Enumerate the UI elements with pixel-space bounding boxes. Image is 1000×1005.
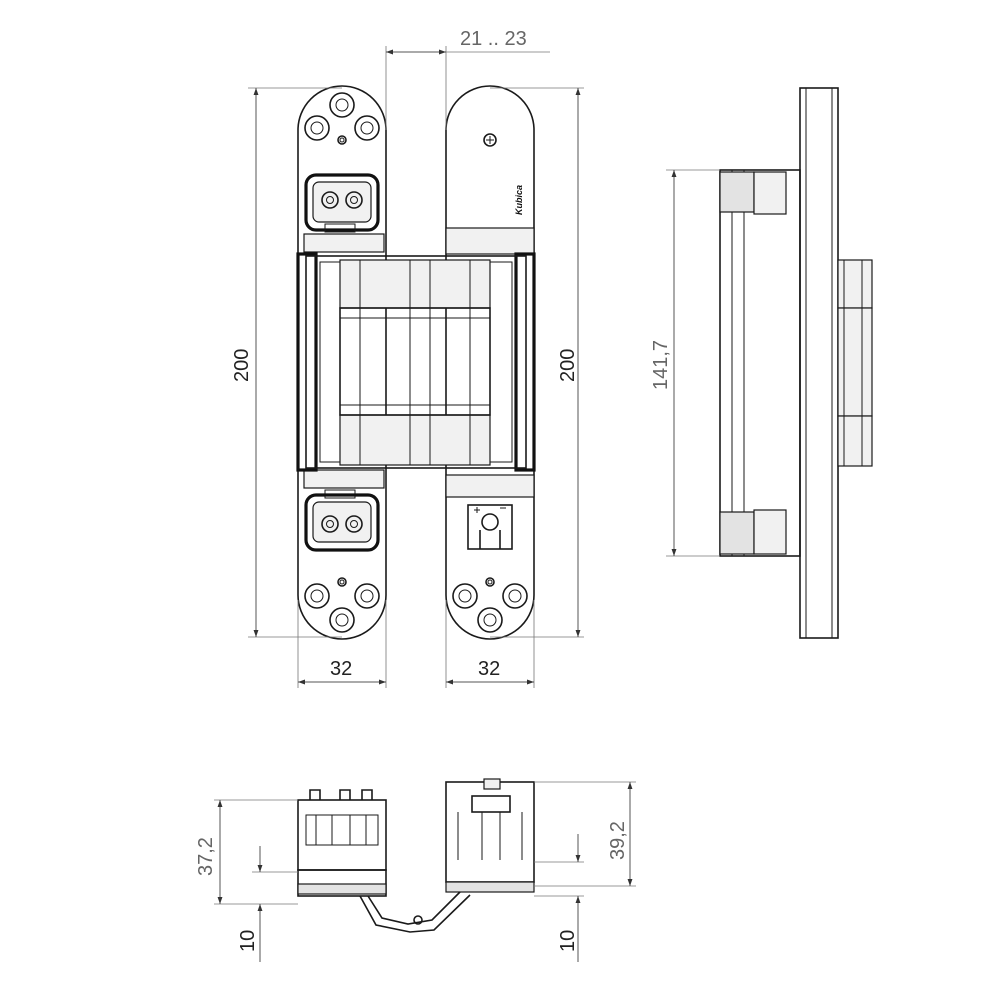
gap-dimension: 21 .. 23 [385, 28, 550, 130]
bottom-right-offset-dimension: 10 [534, 834, 584, 962]
side-length-dimension: 141,7 [650, 169, 720, 557]
bottom-right-height-dimension: 39,2 [534, 781, 636, 887]
side-view: 141,7 [650, 87, 873, 639]
brand-mark: Kubica [514, 185, 524, 215]
bottom-view: 37,2 10 39,2 10 [195, 778, 636, 962]
right-leaf: Kubica [445, 85, 535, 640]
hinge-body [296, 252, 536, 472]
height-left-label: 200 [231, 349, 253, 382]
width-left-label: 32 [330, 658, 352, 680]
height-right-label: 200 [557, 349, 579, 382]
left-leaf-bottom-screws [304, 577, 380, 633]
bottom-right-height-label: 39,2 [607, 821, 629, 860]
front-view: Kubica [231, 28, 584, 688]
right-leaf-bottom-screws [452, 577, 528, 633]
width-dimension-left: 32 [297, 600, 387, 688]
gap-label: 21 .. 23 [460, 28, 527, 50]
bottom-left-height-label: 37,2 [195, 837, 217, 876]
bottom-left-offset-label: 10 [237, 930, 259, 952]
bottom-right-offset-label: 10 [557, 930, 579, 952]
left-leaf-top-screws [304, 92, 380, 145]
bottom-left-offset-dimension: 10 [237, 846, 298, 962]
side-length-label: 141,7 [650, 340, 672, 390]
height-dimension-right: 200 [490, 87, 584, 638]
height-dimension-left: 200 [231, 87, 342, 638]
width-right-label: 32 [478, 658, 500, 680]
left-leaf [297, 85, 387, 640]
bottom-left-height-dimension: 37,2 [195, 799, 298, 905]
width-dimension-right: 32 [445, 600, 535, 688]
